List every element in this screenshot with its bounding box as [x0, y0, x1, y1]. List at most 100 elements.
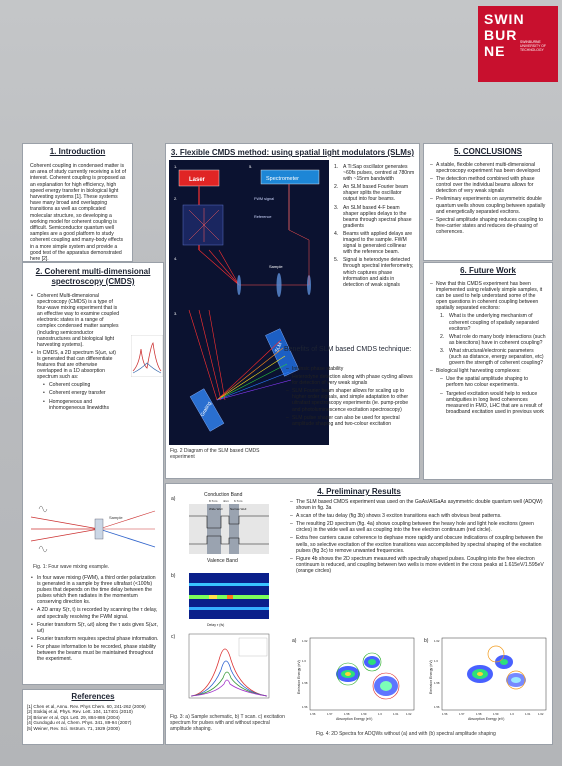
introduction-title: 1. Introduction [49, 147, 106, 156]
cmds-bullet: Fourier transform requires spectral phas… [31, 636, 159, 642]
logo-line-3: NE [484, 43, 506, 59]
fig4b-x-tick: 1.59 [493, 712, 499, 716]
well-width-2: 4nm [223, 499, 229, 503]
2d-spectrum-b-figure: b) Absorption Energy (eV) Emission Energ… [422, 634, 550, 724]
spectrometer-label: Spectrometer [266, 176, 299, 182]
logo-subtitle: SWINBURNE UNIVERSITY OF TECHNOLOGY [520, 40, 546, 52]
cmds-subbullets: Coherent coupling Coherent energy transf… [23, 382, 133, 410]
reference-item: [2] Stoklaj et al, Phys. Rev. Lett. 104,… [27, 709, 133, 715]
fwm-signal-label: FWM signal [254, 197, 274, 201]
conclusion-item: Preliminary experiments on asymmetric do… [430, 196, 547, 214]
diagram-step-5: 5. [249, 164, 252, 169]
future-questions: 1.What is the underlying mechanism of co… [424, 313, 552, 366]
result-item: The SLM based CMDS experiment was used o… [290, 499, 548, 511]
future-question: 3.What structural/electronic parameters … [440, 347, 544, 367]
fig4-caption: Fig. 4: 2D Spectra for ADQWs without (a)… [316, 731, 496, 737]
conclusion-item: A stable, flexible coherent multi-dimens… [430, 162, 547, 174]
conclusions-list: A stable, flexible coherent multi-dimens… [424, 157, 552, 235]
fig4a-y-tick: 1.62 [302, 639, 308, 643]
future-question: 2.What role do many body interactions (s… [440, 333, 546, 346]
references-list: [1] Chen et al, Annu. Rev. Phys Chem. 60… [23, 702, 163, 733]
future-work-title: 6. Future Work [460, 266, 516, 275]
fig4a-x-axis-label: Absorption Energy (eV) [336, 717, 372, 721]
fig4b-x-tick: 1.57 [459, 712, 465, 716]
cmds-title: 2. Coherent multi-dimensional spectrosco… [35, 267, 151, 286]
diagram-step-3: 3. [174, 311, 177, 316]
2d-spectrum-a-figure: a) Absorption Energy (eV) Emission Energ… [290, 634, 418, 724]
future-bio-intro-item: Biological light harvesting complexes: [430, 368, 547, 374]
tau-axis-label: Delay τ (fs) [207, 623, 224, 627]
benefits-title: Benefits of SLM based CMDS technique: [284, 346, 412, 353]
fig1-caption: Fig. 1: Four wave mixing example. [33, 564, 110, 570]
references-panel: References [1] Chen et al, Annu. Rev. Ph… [22, 689, 164, 745]
conclusion-item: The detection method combined with phase… [430, 176, 547, 194]
method-step: 1.A Ti:Sap oscillator generates ~60fs pu… [334, 164, 415, 183]
fig4b-x-tick: 1.56 [442, 712, 448, 716]
slm-label: SLM [274, 342, 284, 354]
introduction-panel: 1. Introduction Coherent coupling in con… [22, 143, 133, 262]
cmds-bullet: In four wave mixing (FWM), a third order… [31, 575, 159, 605]
method-step: 5.Signal is heterodyne detected through … [334, 257, 414, 288]
fig4b-x-tick: 1.58 [476, 712, 482, 716]
fig4b-y-axis-label: Emission Energy (eV) [429, 660, 433, 694]
excitation-spectrum-figure: c) [169, 630, 274, 708]
method-step: 4.Beams with applied delays are imaged t… [334, 230, 413, 256]
fig4b-x-axis-label: Absorption Energy (eV) [468, 717, 504, 721]
sample-label: Sample [269, 264, 283, 269]
fig4a-x-tick: 1.6 [378, 712, 382, 716]
cmds-bullet: A 2D array S(τ, t) is recorded by scanni… [31, 607, 159, 619]
cmds-bullets: Coherent Multi-dimensional spectroscopy … [23, 287, 127, 380]
future-intro-item: Now that this CMDS experiment has been i… [430, 281, 547, 311]
tau-scan-figure: b) Delay τ (fs) [169, 569, 274, 629]
reference-item: [1] Chen et al, Annu. Rev. Phys Chem. 60… [27, 704, 146, 709]
fig4a-y-axis-label: Emission Energy (eV) [297, 660, 301, 694]
result-item: The resulting 2D spectrum (fig. 4a) show… [290, 521, 548, 533]
fig4b-y-tick: 1.62 [434, 639, 440, 643]
reference-item: [5] Weiner, Rev. Sci. Instrum. 71, 1929 … [27, 725, 120, 731]
cmds-bullet: For phase information to be recorded, ph… [31, 644, 159, 662]
introduction-text: Coherent coupling in condensed matter is… [30, 163, 126, 262]
fig4a-x-tick: 1.59 [361, 712, 367, 716]
conclusions-panel: 5. CONCLUSIONS A stable, flexible cohere… [423, 143, 553, 261]
references-title: References [71, 692, 115, 701]
fig4b-x-tick: 1.61 [525, 712, 531, 716]
fig4b-x-tick: 1.6 [510, 712, 514, 716]
fig4a-x-tick: 1.57 [327, 712, 333, 716]
results-panel: 4. Preliminary Results a) Conduction Ban… [165, 483, 553, 745]
reference-item: [4] Gundogdu et al, Chem. Phys. 341, 89-… [27, 720, 132, 726]
fig4b-label: b) [424, 638, 429, 644]
laser-label: Laser [189, 177, 206, 183]
result-item: Figure 4b shows the 2D spectrum measured… [290, 556, 548, 574]
benefit-item: Heterodyne detection along with phase cy… [286, 374, 416, 386]
fig3-caption: Fig. 3: a) Sample schematic, b) T scan. … [170, 714, 285, 732]
university-logo: SWIN BUR NE SWINBURNE UNIVERSITY OF TECH… [478, 6, 558, 82]
results-list: The SLM based CMDS experiment was used o… [290, 499, 548, 576]
method-steps: 1.A Ti:Sap oscillator generates ~60fs pu… [334, 164, 416, 290]
benefit-item: SLM Fourier beam shaper allows for scali… [286, 388, 416, 412]
fig4a-x-tick: 1.62 [406, 712, 412, 716]
conclusions-title: 5. CONCLUSIONS [453, 147, 522, 156]
method-title: 3. Flexible CMDS method: using spatial l… [170, 148, 415, 157]
fig4a-x-tick: 1.56 [310, 712, 316, 716]
benefit-item: Intrinsic phase stability [286, 366, 416, 372]
narrow-well-label: Narrow Well [230, 507, 247, 511]
reference-label: Reference [254, 215, 272, 219]
method-step: 3.An SLM based 4-F beam shaper applies d… [334, 204, 412, 229]
fig4b-y-tick: 1.56 [434, 705, 440, 709]
cmds-bullet: Fourier transform S(τ, ωt) along the τ a… [31, 622, 159, 634]
diagram-step-2: 2. [174, 196, 177, 201]
future-question: 1.What is the underlying mechanism of co… [440, 313, 539, 332]
fig2-caption: Fig. 2 Diagram of the SLM based CMDS exp… [170, 448, 260, 460]
results-title: 4. Preliminary Results [317, 487, 401, 496]
fig3a-label: a) [171, 496, 176, 502]
conduction-band-label: Conduction Band [204, 492, 243, 498]
fig4b-y-tick: 1.58 [434, 681, 440, 685]
well-width-1: 8.7nm [209, 499, 218, 503]
fig4b-y-tick: 1.6 [434, 659, 438, 663]
cmds-panel: 2. Coherent multi-dimensional spectrosco… [22, 262, 164, 685]
future-bio-item: Use the spatial amplitude shaping to per… [440, 376, 547, 388]
cmds-bullet: Coherent Multi-dimensional spectroscopy … [31, 293, 121, 348]
future-work-panel: 6. Future Work Now that this CMDS experi… [423, 262, 553, 480]
logo-line-2: BUR [484, 27, 518, 43]
